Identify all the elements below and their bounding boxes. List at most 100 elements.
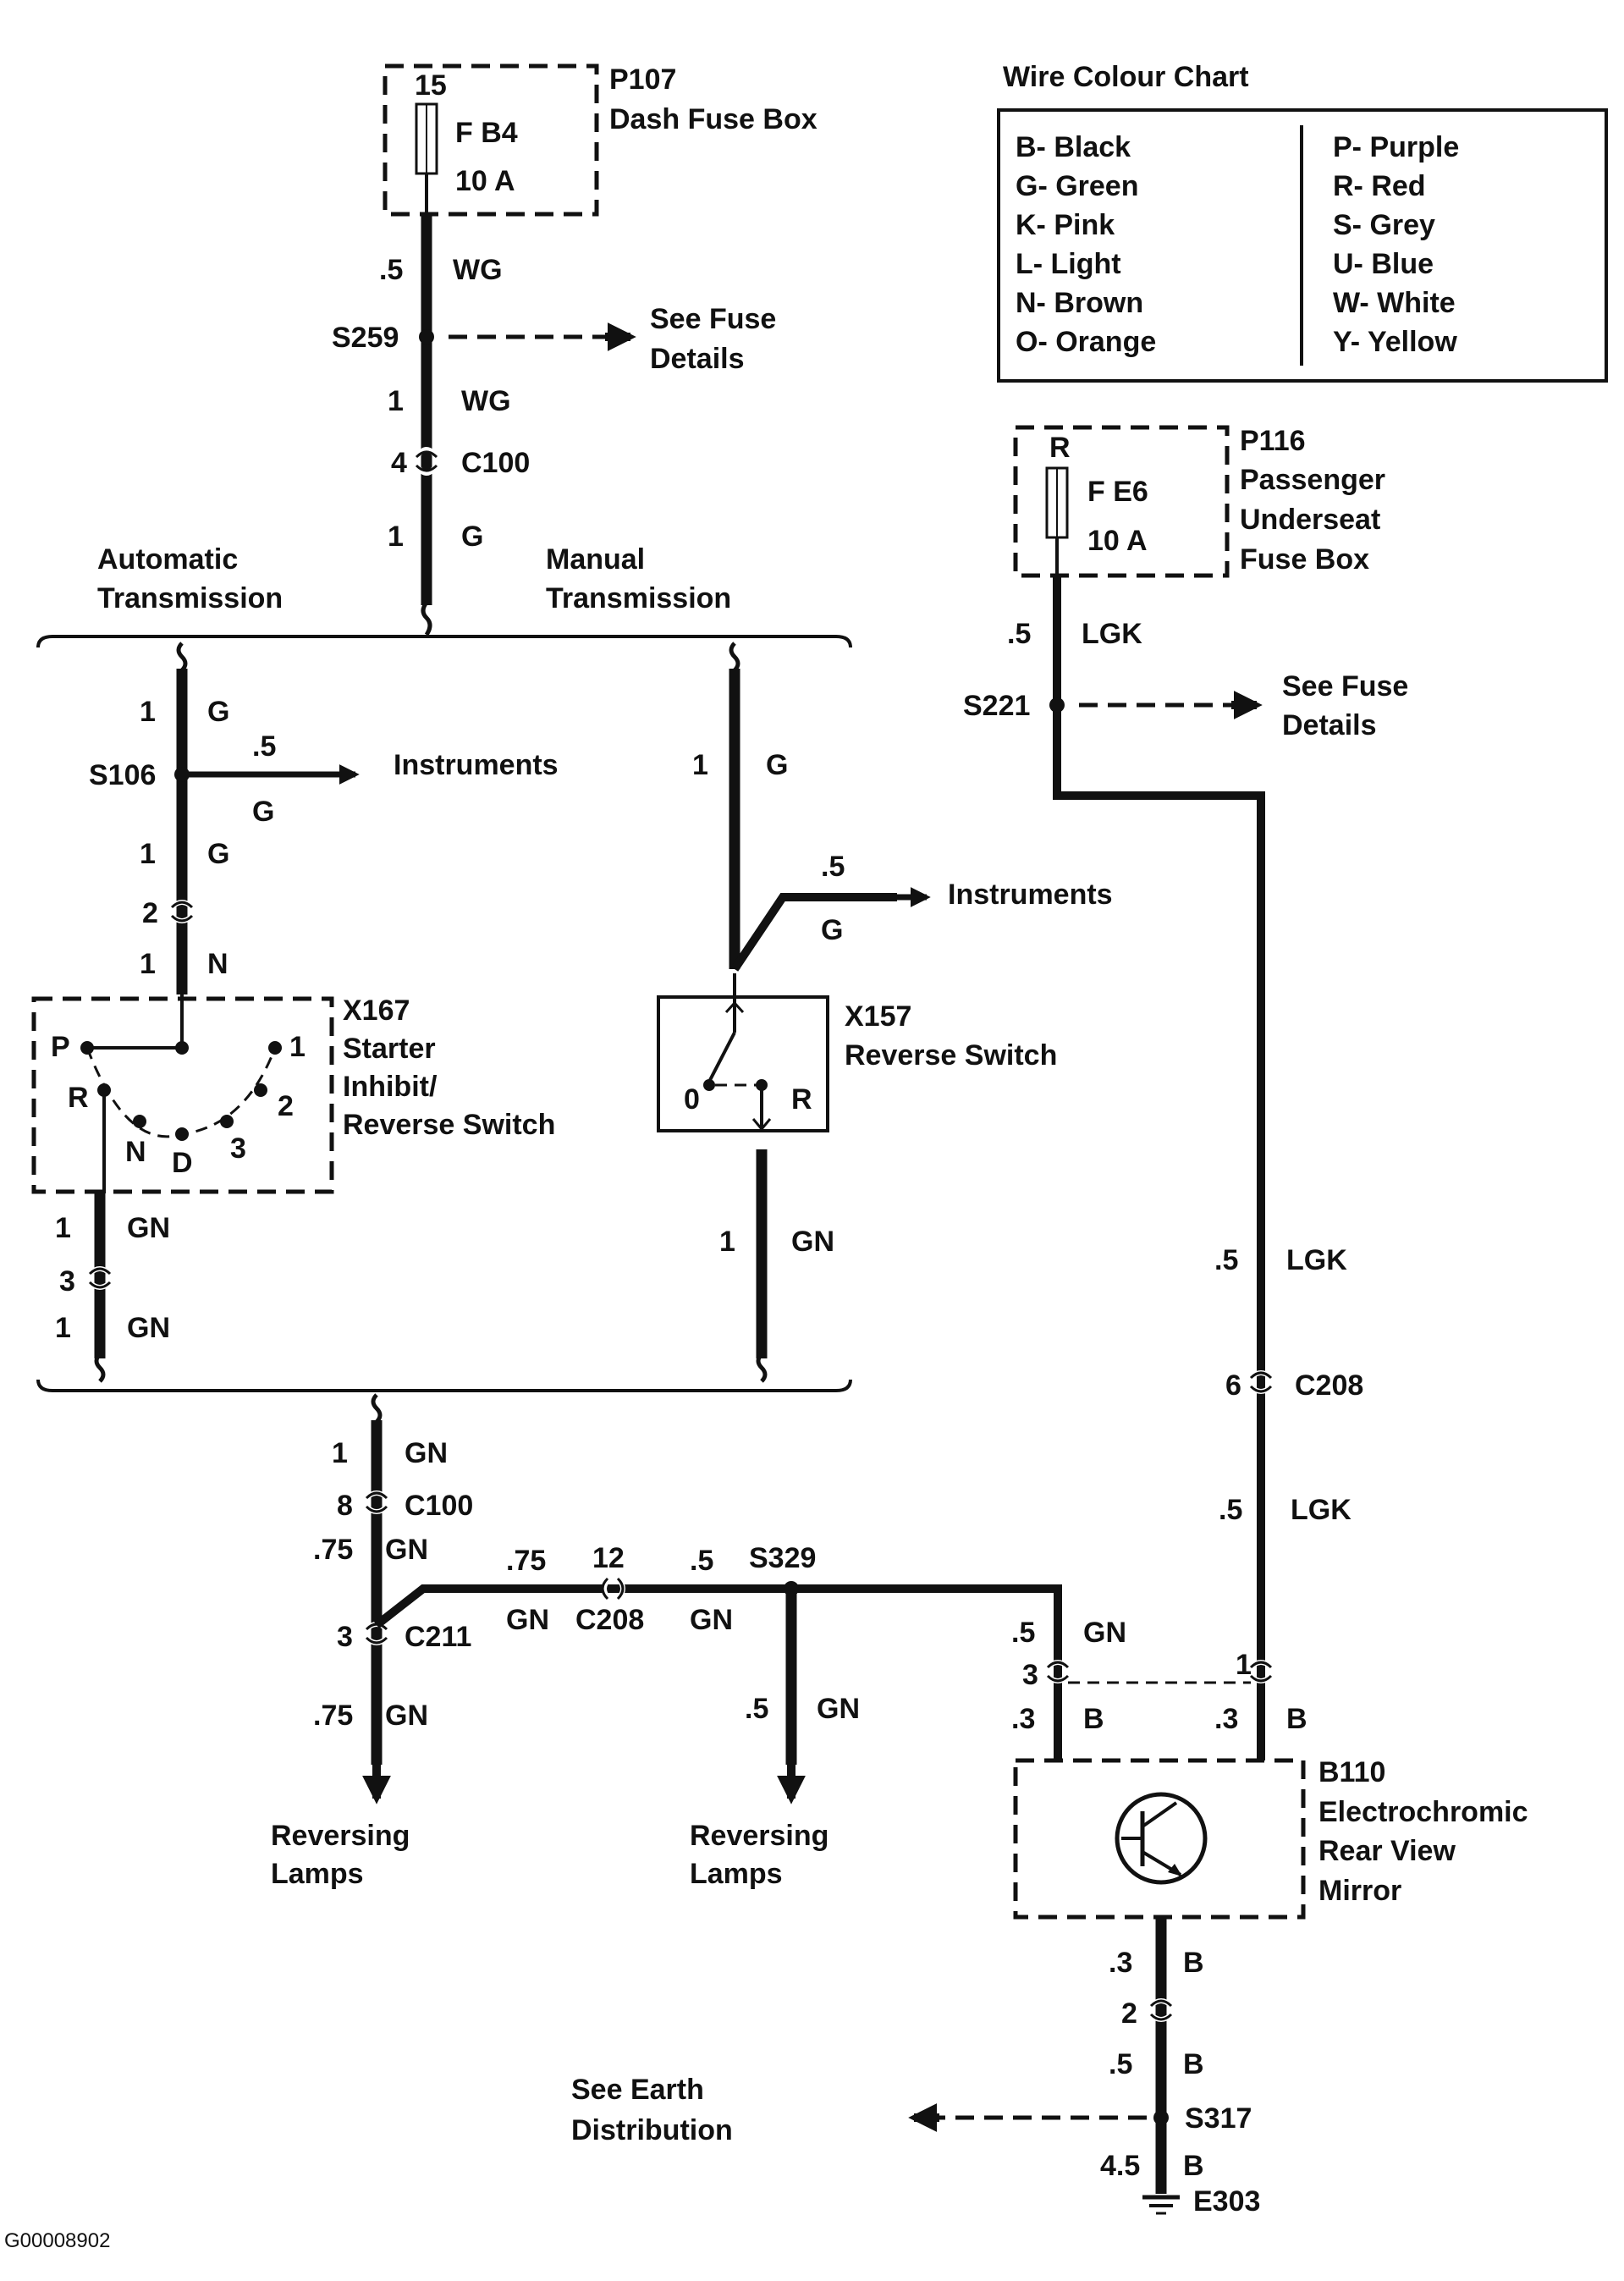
colour-chart-frame (997, 108, 1608, 383)
section-auto-label: Automatic (97, 543, 238, 576)
colour-chart-entry: R- Red (1333, 170, 1426, 202)
x167-contact-3 (220, 1115, 234, 1128)
colour-chart-entry: Y- Yellow (1333, 326, 1457, 358)
colour-chart-entry: K- Pink (1016, 209, 1115, 241)
wire-size-label: .5 (690, 1545, 713, 1577)
s106-splice-dot (174, 767, 190, 782)
wire-colour-label: LGK (1291, 1494, 1351, 1526)
b110-name: Rear View (1318, 1835, 1456, 1867)
x167-contact-2 (254, 1083, 267, 1097)
s259-id: S259 (332, 322, 399, 354)
transistor-icon (1115, 1792, 1208, 1885)
wire-size-label: .5 (1007, 618, 1031, 650)
wire-colour-label: GN (791, 1226, 834, 1258)
x157-arrow-up-icon (724, 1000, 745, 1014)
wire-colour-label: B (1183, 2048, 1204, 2080)
b110-id: B110 (1318, 1756, 1385, 1788)
section-auto-label: Transmission (97, 582, 283, 614)
p116-name: Passenger (1240, 464, 1385, 496)
b110-frame (1013, 1758, 1306, 1920)
section-manual-label: Manual (546, 543, 645, 576)
connector-symbol (1249, 1371, 1273, 1393)
x157-blade (707, 1032, 736, 1083)
x167-arc (85, 1047, 277, 1138)
wire-colour-label: GN (506, 1604, 549, 1636)
s317-note2: Distribution (571, 2114, 733, 2146)
wire-colour-label: GN (385, 1534, 428, 1566)
colour-chart-entry: S- Grey (1333, 209, 1435, 241)
wire-size-label: .5 (745, 1693, 768, 1725)
figure-code: G00008902 (4, 2229, 110, 2252)
wire-break-symbol (176, 642, 188, 672)
x167-pos-1: 1 (289, 1031, 306, 1063)
wire-mirror-feed (373, 1584, 1062, 1760)
top-bus-bracket (36, 635, 852, 648)
wire-colour-label: GN (405, 1437, 448, 1469)
connector-pin-label: 4 (391, 447, 407, 479)
connector-pin-label: 3 (337, 1621, 353, 1653)
transistor-collector (1141, 1801, 1178, 1828)
p116-name: Fuse Box (1240, 543, 1369, 576)
wire-break-symbol (371, 1393, 383, 1424)
connector-c100-bottom: C100 (405, 1490, 473, 1522)
connector-pin-label: 2 (1121, 1997, 1137, 2030)
p107-fuse-name: F B4 (455, 117, 518, 149)
p116-passenger-underseat-fuse-box: R F E6 10 A P116 Passenger Underseat Fus… (1013, 425, 1385, 578)
connector-symbol (601, 1577, 625, 1601)
wire-colour-label: G (207, 696, 229, 728)
p107-name: Dash Fuse Box (609, 103, 818, 135)
connector-symbol (1046, 1661, 1070, 1683)
wire-colour-label: LGK (1082, 618, 1142, 650)
p116-fuse-rating: 10 A (1087, 525, 1148, 557)
wire-colour-label: GN (127, 1212, 170, 1244)
p116-fuse-pin: R (1049, 432, 1071, 464)
wire-size-label: .75 (506, 1545, 546, 1577)
s221-id: S221 (963, 690, 1030, 722)
connector-c100-top-symbol (415, 450, 438, 472)
s317-splice-dot (1153, 2110, 1169, 2125)
wire-colour-label: B (1083, 1703, 1104, 1735)
p116-fuse-name: F E6 (1087, 476, 1148, 508)
connector-c208-left: C208 (575, 1604, 644, 1636)
x167-starter-inhibit-switch: P R N D 3 2 1 X167 Starter Inhibit/ Reve… (31, 994, 555, 1194)
connector-symbol (170, 901, 194, 923)
wire-size-label: 1 (55, 1212, 71, 1244)
wire-size-label: 1 (140, 948, 156, 980)
wire-colour-label: G (252, 796, 274, 828)
x167-pos-n: N (125, 1136, 146, 1168)
colour-chart-entry: O- Orange (1016, 326, 1156, 358)
connector-symbol (1149, 1999, 1173, 2021)
x167-pos-p: P (51, 1031, 70, 1063)
p116-name: Underseat (1240, 504, 1380, 536)
wire-size-label: .5 (1214, 1244, 1238, 1276)
x157-reverse-switch: 0 R X157 Reverse Switch (657, 973, 1057, 1132)
wire-break-symbol (756, 1353, 768, 1383)
connector-c208-right: C208 (1295, 1369, 1363, 1402)
connector-pin-label: 3 (1022, 1659, 1038, 1691)
x157-tap-dest: Instruments (948, 879, 1113, 911)
wire-break-symbol (94, 1353, 106, 1383)
wire-size-label: 1 (388, 521, 404, 553)
colour-chart-title: Wire Colour Chart (1003, 61, 1249, 93)
connector-pin-label: 2 (142, 897, 158, 929)
colour-chart-entry: B- Black (1016, 131, 1131, 163)
p116-id: P116 (1240, 425, 1306, 457)
s221-note2: Details (1282, 709, 1377, 741)
x157-contact-0 (703, 1079, 715, 1091)
wire-size-label: .5 (1219, 1494, 1242, 1526)
x157-pos-0: 0 (684, 1083, 700, 1116)
b110-electrochromic-mirror: B110 Electrochromic Rear View Mirror (1013, 1756, 1528, 1920)
e303-id: E303 (1193, 2185, 1260, 2218)
wire-size-label: .5 (821, 851, 845, 883)
wire-colour-label: LGK (1286, 1244, 1347, 1276)
rev1-label: Lamps (271, 1858, 364, 1890)
wire-size-label: 1 (140, 696, 156, 728)
colour-chart-entry: W- White (1333, 287, 1456, 319)
s221-note1: See Fuse (1282, 670, 1408, 702)
s221-splice-dot (1049, 697, 1065, 713)
x157-name: Reverse Switch (845, 1039, 1057, 1072)
colour-chart-entry: N- Brown (1016, 287, 1143, 319)
wire-colour-label: G (821, 914, 843, 946)
